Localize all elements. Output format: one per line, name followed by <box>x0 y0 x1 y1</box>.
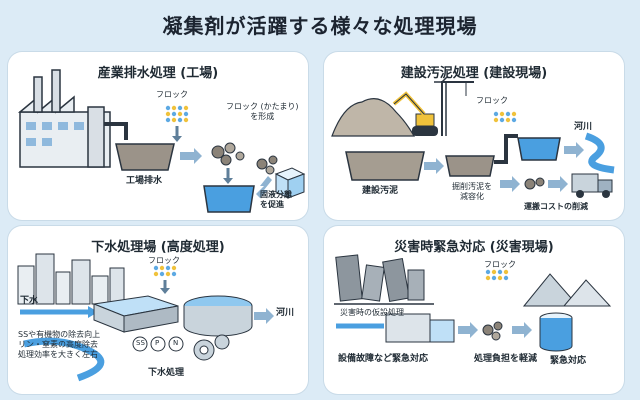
sludge-lumps-icon <box>256 155 278 175</box>
floc-label: フロック <box>148 256 180 265</box>
clear-water-drum-icon <box>539 312 573 352</box>
tent-icon <box>522 273 612 307</box>
temp-label: 災害時の仮設処理 <box>340 308 404 317</box>
arrow-right-icon <box>180 148 202 164</box>
floc-form-label: フロック (かたまり) を形成 <box>226 102 299 121</box>
arrow-right-icon <box>254 308 274 324</box>
floc-label: フロック <box>476 96 508 105</box>
pipe <box>494 134 518 164</box>
industrial-illustration <box>17 69 306 213</box>
sewage-label: 下水 <box>20 296 39 306</box>
clear-water-cube-icon <box>274 167 306 199</box>
city-skyline-icon <box>17 253 125 305</box>
excavator-icon <box>392 91 438 136</box>
floc-cluster-icon <box>482 321 503 341</box>
panel-sewage-treatment: 下水処理場 (高度処理) <box>8 226 308 394</box>
burden-label: 処理負担を軽減 <box>474 354 538 364</box>
disaster-illustration <box>334 254 612 352</box>
floc-dot-grid-icon <box>153 265 177 277</box>
arrow-right-icon <box>512 322 532 338</box>
soil-pile-icon <box>331 98 416 137</box>
n-label: N <box>173 339 179 347</box>
collapsed-buildings-icon <box>334 254 434 305</box>
gear-icon <box>193 339 215 361</box>
sewage-illustration <box>17 253 274 382</box>
gear-icon <box>214 334 230 350</box>
panel-disaster-response: 災害時緊急対応 (災害現場) フロック <box>324 226 624 394</box>
panel-title: 下水処理場 (高度処理) <box>91 240 225 255</box>
panel-industrial-wastewater: 産業排水処理 (工場) <box>8 52 308 220</box>
floc-cluster-icon <box>211 142 245 166</box>
settling-tank <box>203 185 255 213</box>
arrow-right-icon <box>458 322 478 338</box>
cost-label: 運搬コストの削減 <box>524 202 588 211</box>
ss-badge <box>132 336 148 352</box>
river-icon <box>584 132 615 174</box>
construction-illustration <box>331 75 615 198</box>
arrow-right-icon <box>564 142 584 158</box>
sludge-basin <box>345 151 425 181</box>
emergency-label: 緊急対応 <box>550 356 587 366</box>
truck-icon <box>571 173 613 198</box>
floc-label: フロック <box>484 260 516 269</box>
p-badge <box>150 336 166 352</box>
river-label: 河川 <box>276 308 295 318</box>
n-badge <box>168 336 184 352</box>
panel-construction-sludge: 建設汚泥処理 (建設現場) <box>324 52 624 220</box>
factory-icon <box>17 69 128 168</box>
panel-title: 災害時緊急対応 (災害現場) <box>394 240 554 255</box>
reduction-tank <box>445 155 495 177</box>
clear-water-tank <box>517 137 561 161</box>
round-tank-icon <box>183 295 253 337</box>
wastewater-tank <box>115 143 175 171</box>
arrow-up-right-icon <box>256 176 272 198</box>
river-label: 河川 <box>574 122 593 132</box>
floc-dot-grid-icon <box>493 111 517 123</box>
failure-label: 設備故障など緊急対応 <box>338 354 429 364</box>
page-title: 凝集剤が活躍する様々な処理現場 <box>162 14 478 38</box>
panel-title: 産業排水処理 (工場) <box>97 66 219 81</box>
arrow-right-icon <box>500 176 520 192</box>
floc-dot-grid-icon <box>165 105 189 123</box>
panel-title: 建設汚泥処理 (建設現場) <box>400 66 548 81</box>
settling-tank-icon <box>92 295 179 333</box>
removal-label: SSや有機物の除去向上 リン・窒素の高度除去 処理効率を大きく左右 <box>18 330 101 359</box>
river-icon <box>23 337 105 382</box>
treatment-label: 下水処理 <box>148 368 185 378</box>
arrow-right-icon <box>548 176 568 192</box>
sludge-label: 建設汚泥 <box>362 186 399 196</box>
separation-label: 固液分離 を促進 <box>260 190 292 209</box>
volume-label: 掘削汚泥を 減容化 <box>452 182 492 201</box>
crane-icon <box>434 75 474 136</box>
treatment-unit-icon <box>385 313 455 343</box>
floc-label: フロック <box>156 90 188 99</box>
wastewater-label: 工場排水 <box>126 176 163 186</box>
floc-dot-grid-icon <box>485 269 509 281</box>
ss-label: SS <box>136 339 145 347</box>
arrow-right-icon <box>424 158 444 174</box>
p-label: P <box>155 339 160 347</box>
